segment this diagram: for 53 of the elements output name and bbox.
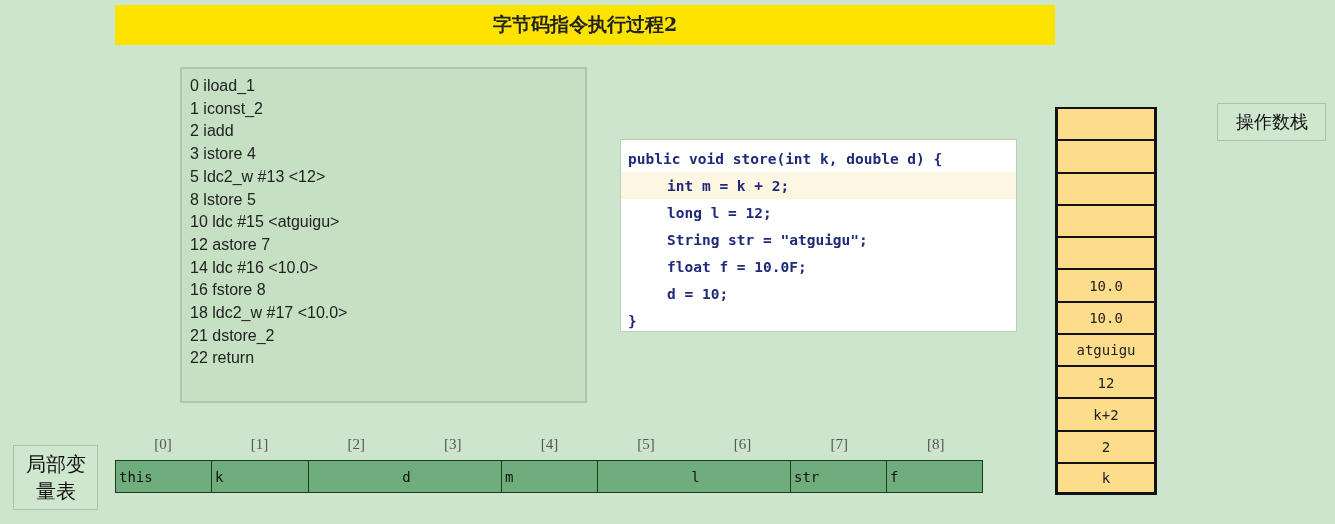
bytecode-line: 8 lstore 5 <box>190 189 256 210</box>
code-panel <box>620 139 1017 332</box>
variable-slot: d <box>308 460 502 493</box>
bytecode-line: 21 dstore_2 <box>190 325 275 346</box>
code-line: long l = 12; <box>667 205 772 221</box>
bytecode-line: 1 iconst_2 <box>190 98 263 119</box>
title-bar: 字节码指令执行过程2 <box>115 5 1055 45</box>
slot-index: [8] <box>926 436 946 453</box>
code-line: float f = 10.0F; <box>667 259 807 275</box>
code-line: d = 10; <box>667 286 729 302</box>
bytecode-line: 0 iload_1 <box>190 76 255 96</box>
bytecode-line: 2 iadd <box>190 121 234 142</box>
stack-slot <box>1055 203 1157 237</box>
slot-index: [0] <box>153 436 173 453</box>
section-label: 局部变量表 <box>13 445 98 510</box>
slot-index: [2] <box>346 436 366 453</box>
stack-slot <box>1055 171 1157 205</box>
variable-slot: l <box>597 460 791 493</box>
slot-index: [5] <box>636 436 656 453</box>
bytecode-line: 5 ldc2_w #13 <12> <box>190 166 326 187</box>
bytecode-line: 18 ldc2_w #17 <10.0> <box>190 303 348 324</box>
stack-slot <box>1055 139 1157 173</box>
stack-slot: 10.0 <box>1055 300 1157 334</box>
code-line: public void store(int k, double d) { <box>628 151 943 167</box>
bytecode-panel <box>180 67 587 403</box>
bytecode-line: 16 fstore 8 <box>190 280 266 301</box>
slot-index: [6] <box>732 436 753 453</box>
stack-slot <box>1055 236 1157 270</box>
code-line: int m = k + 2; <box>667 178 790 194</box>
stack-slot: 2 <box>1055 429 1157 463</box>
slot-index: [3] <box>443 436 463 453</box>
slot-index: [7] <box>829 436 849 453</box>
bytecode-line: 3 istore 4 <box>190 144 256 165</box>
stack-slot <box>1055 107 1157 141</box>
code-line: String str = "atguigu"; <box>667 232 868 248</box>
bytecode-line: 14 ldc #16 <10.0> <box>190 257 319 278</box>
variable-slot: str <box>790 460 887 493</box>
stack-slot: k <box>1055 461 1157 495</box>
variable-slot: this <box>115 460 212 493</box>
stack-slot: 12 <box>1055 365 1157 399</box>
slot-index: [1] <box>249 436 270 453</box>
slot-index: [4] <box>539 436 560 453</box>
bytecode-line: 10 ldc #15 <atguigu> <box>190 212 340 233</box>
bytecode-line: 12 astore 7 <box>190 234 271 255</box>
stack-slot: 10.0 <box>1055 268 1157 302</box>
variable-slot: k <box>211 460 309 493</box>
section-label: 操作数栈 <box>1217 103 1326 141</box>
bytecode-line: 22 return <box>190 348 255 369</box>
variable-slot: f <box>886 460 983 493</box>
variable-slot: m <box>501 460 598 493</box>
stack-slot: k+2 <box>1055 397 1157 431</box>
stack-slot: atguigu <box>1055 332 1157 366</box>
code-line: } <box>628 313 637 329</box>
